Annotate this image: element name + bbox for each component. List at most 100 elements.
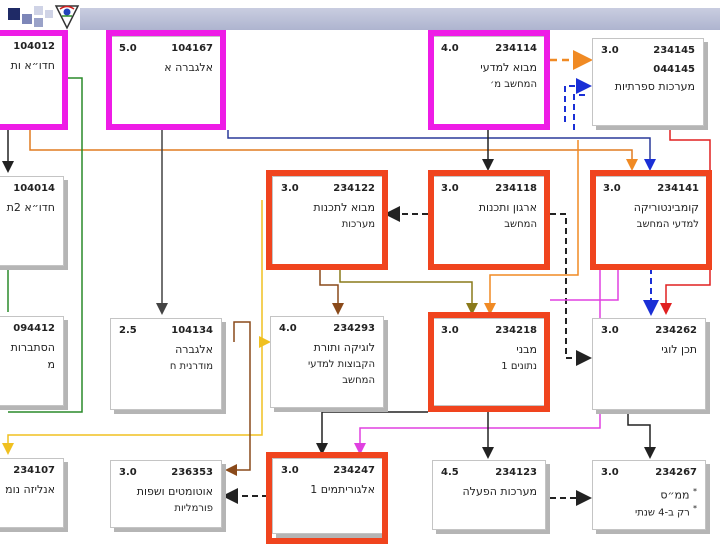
course-code: 234218 [495, 325, 537, 336]
course-box[interactable]: 104012 חדו״א ות [0, 34, 64, 126]
course-box[interactable]: 234114 4.0 מבוא למדעי המחשב מ׳ [432, 36, 546, 126]
course-name: מערכות ספרתיות [614, 80, 695, 93]
arrow [550, 268, 619, 301]
course-code: 234107 [13, 465, 55, 476]
course-note-text: רק ב-4 שנתי [635, 507, 690, 519]
course-box[interactable]: 234141 3.0 קומבינטוריקה למדעי המחשב [594, 176, 708, 266]
course-box[interactable]: 234267 3.0 * ממ״ס * רק ב-4 שנתי [592, 460, 706, 530]
course-points: 5.0 [119, 43, 137, 54]
course-name: קומבינטוריקה [633, 201, 699, 214]
arrow [484, 140, 579, 315]
technion-logo-icon [54, 5, 80, 30]
course-box[interactable]: 234122 3.0 מבוא לתכנות מערכות [272, 176, 384, 266]
course-points: 3.0 [281, 465, 299, 476]
course-box[interactable]: 234107 אנליזה נומ [0, 458, 64, 528]
course-name: אלגברה א [164, 61, 213, 74]
deco-square [8, 8, 20, 20]
course-box[interactable]: 236353 3.0 אוטומטים ושפות פורמליות [110, 460, 222, 528]
course-name-line2: מודרנית ח [169, 361, 213, 372]
course-name: חדו״א ות [10, 59, 55, 72]
course-box[interactable]: 104014 חדו״א 2ת [0, 176, 64, 266]
course-code: 234247 [333, 465, 375, 476]
course-box[interactable]: 234262 3.0 תכן לוגי [592, 318, 706, 410]
course-note: * רק ב-4 שנתי [599, 500, 697, 521]
arrow [319, 268, 344, 315]
course-box[interactable]: 234218 3.0 מבני נתונים 1 [432, 318, 546, 406]
course-points: 4.0 [441, 43, 459, 54]
course-box[interactable]: 094412 הסתברות מ [0, 316, 64, 406]
course-name: * ממ״ס [599, 483, 697, 504]
course-name-line2: למדעי המחשב [636, 219, 699, 230]
course-name: מבוא לתכנות [313, 201, 375, 214]
course-points: 2.5 [119, 325, 137, 336]
course-points: 3.0 [601, 325, 619, 336]
arrow [8, 77, 83, 413]
course-code: 104014 [13, 183, 55, 194]
deco-square [34, 18, 43, 27]
course-code: 234141 [657, 183, 699, 194]
course-name: הסתברות מ [10, 341, 55, 371]
course-box[interactable]: 104134 2.5 אלגברה מודרנית ח [110, 318, 222, 410]
course-points: 3.0 [441, 183, 459, 194]
course-box[interactable]: 234145 3.0 044145 מערכות ספרתיות [592, 38, 704, 126]
course-name: אלגברה [175, 343, 213, 356]
course-name: חדו״א 2ת [6, 201, 55, 214]
course-code: 234145 [653, 45, 695, 56]
course-points: 4.5 [441, 467, 459, 478]
course-code: 234293 [333, 323, 375, 334]
course-name: אלגוריתמים 1 [310, 483, 375, 496]
course-name: אנליזה נומ [5, 483, 55, 496]
course-points: 3.0 [601, 467, 619, 478]
footnote-mark: * [693, 504, 697, 513]
course-name: תכן לוגי [661, 343, 697, 356]
course-code: 236353 [171, 467, 213, 478]
title-bar [0, 0, 720, 34]
course-points: 3.0 [119, 467, 137, 478]
course-box[interactable]: 234293 4.0 לוגיקה ותורת הקבוצות למדעי המ… [270, 316, 384, 408]
course-code: 234114 [495, 43, 537, 54]
course-code: 104134 [171, 325, 213, 336]
course-name-line2: נתונים 1 [501, 361, 537, 372]
course-name: אוטומטים ושפות [136, 485, 213, 498]
course-points: 3.0 [601, 45, 619, 56]
course-box[interactable]: 234247 3.0 אלגוריתמים 1 [272, 458, 384, 534]
arrow [550, 213, 592, 366]
course-code: 094412 [13, 323, 55, 334]
course-code: 104012 [13, 41, 55, 52]
arrow [29, 130, 638, 171]
course-box[interactable]: 104167 5.0 אלגברה א [110, 36, 222, 126]
course-name-line2: מערכות [341, 219, 375, 230]
course-box[interactable]: 234118 3.0 ארגון ותכנות המחשב [432, 176, 546, 266]
deco-square [34, 6, 43, 15]
arrow [225, 321, 251, 476]
course-name: מערכות הפעלה [462, 485, 538, 498]
arrow [564, 78, 592, 122]
deco-square [22, 14, 32, 24]
arrow [627, 410, 656, 459]
course-code: 234267 [655, 467, 697, 478]
footnote-mark: * [693, 487, 697, 496]
course-name: לוגיקה ותורת [313, 341, 375, 354]
course-code: 234123 [495, 467, 537, 478]
arrow [316, 411, 428, 455]
deco-square [45, 10, 53, 18]
course-name-text: ממ״ס [660, 488, 690, 502]
course-points: 3.0 [281, 183, 299, 194]
course-name-line2: המחשב [504, 219, 537, 230]
course-box[interactable]: 234123 4.5 מערכות הפעלה [432, 460, 546, 530]
course-name-line3: המחשב [342, 375, 375, 386]
course-points: 4.0 [279, 323, 297, 334]
course-name: מבוא למדעי [480, 61, 537, 74]
course-code: 234122 [333, 183, 375, 194]
course-name-line2: הקבוצות למדעי [308, 359, 375, 370]
course-name: ארגון ותכנות [478, 201, 537, 214]
course-name: מבני [516, 343, 537, 356]
course-code: 104167 [171, 43, 213, 54]
course-code: 234118 [495, 183, 537, 194]
course-points: 3.0 [603, 183, 621, 194]
course-points: 3.0 [441, 325, 459, 336]
arrow [227, 130, 656, 171]
course-name-line2: פורמליות [174, 503, 213, 514]
arrow [573, 94, 588, 130]
